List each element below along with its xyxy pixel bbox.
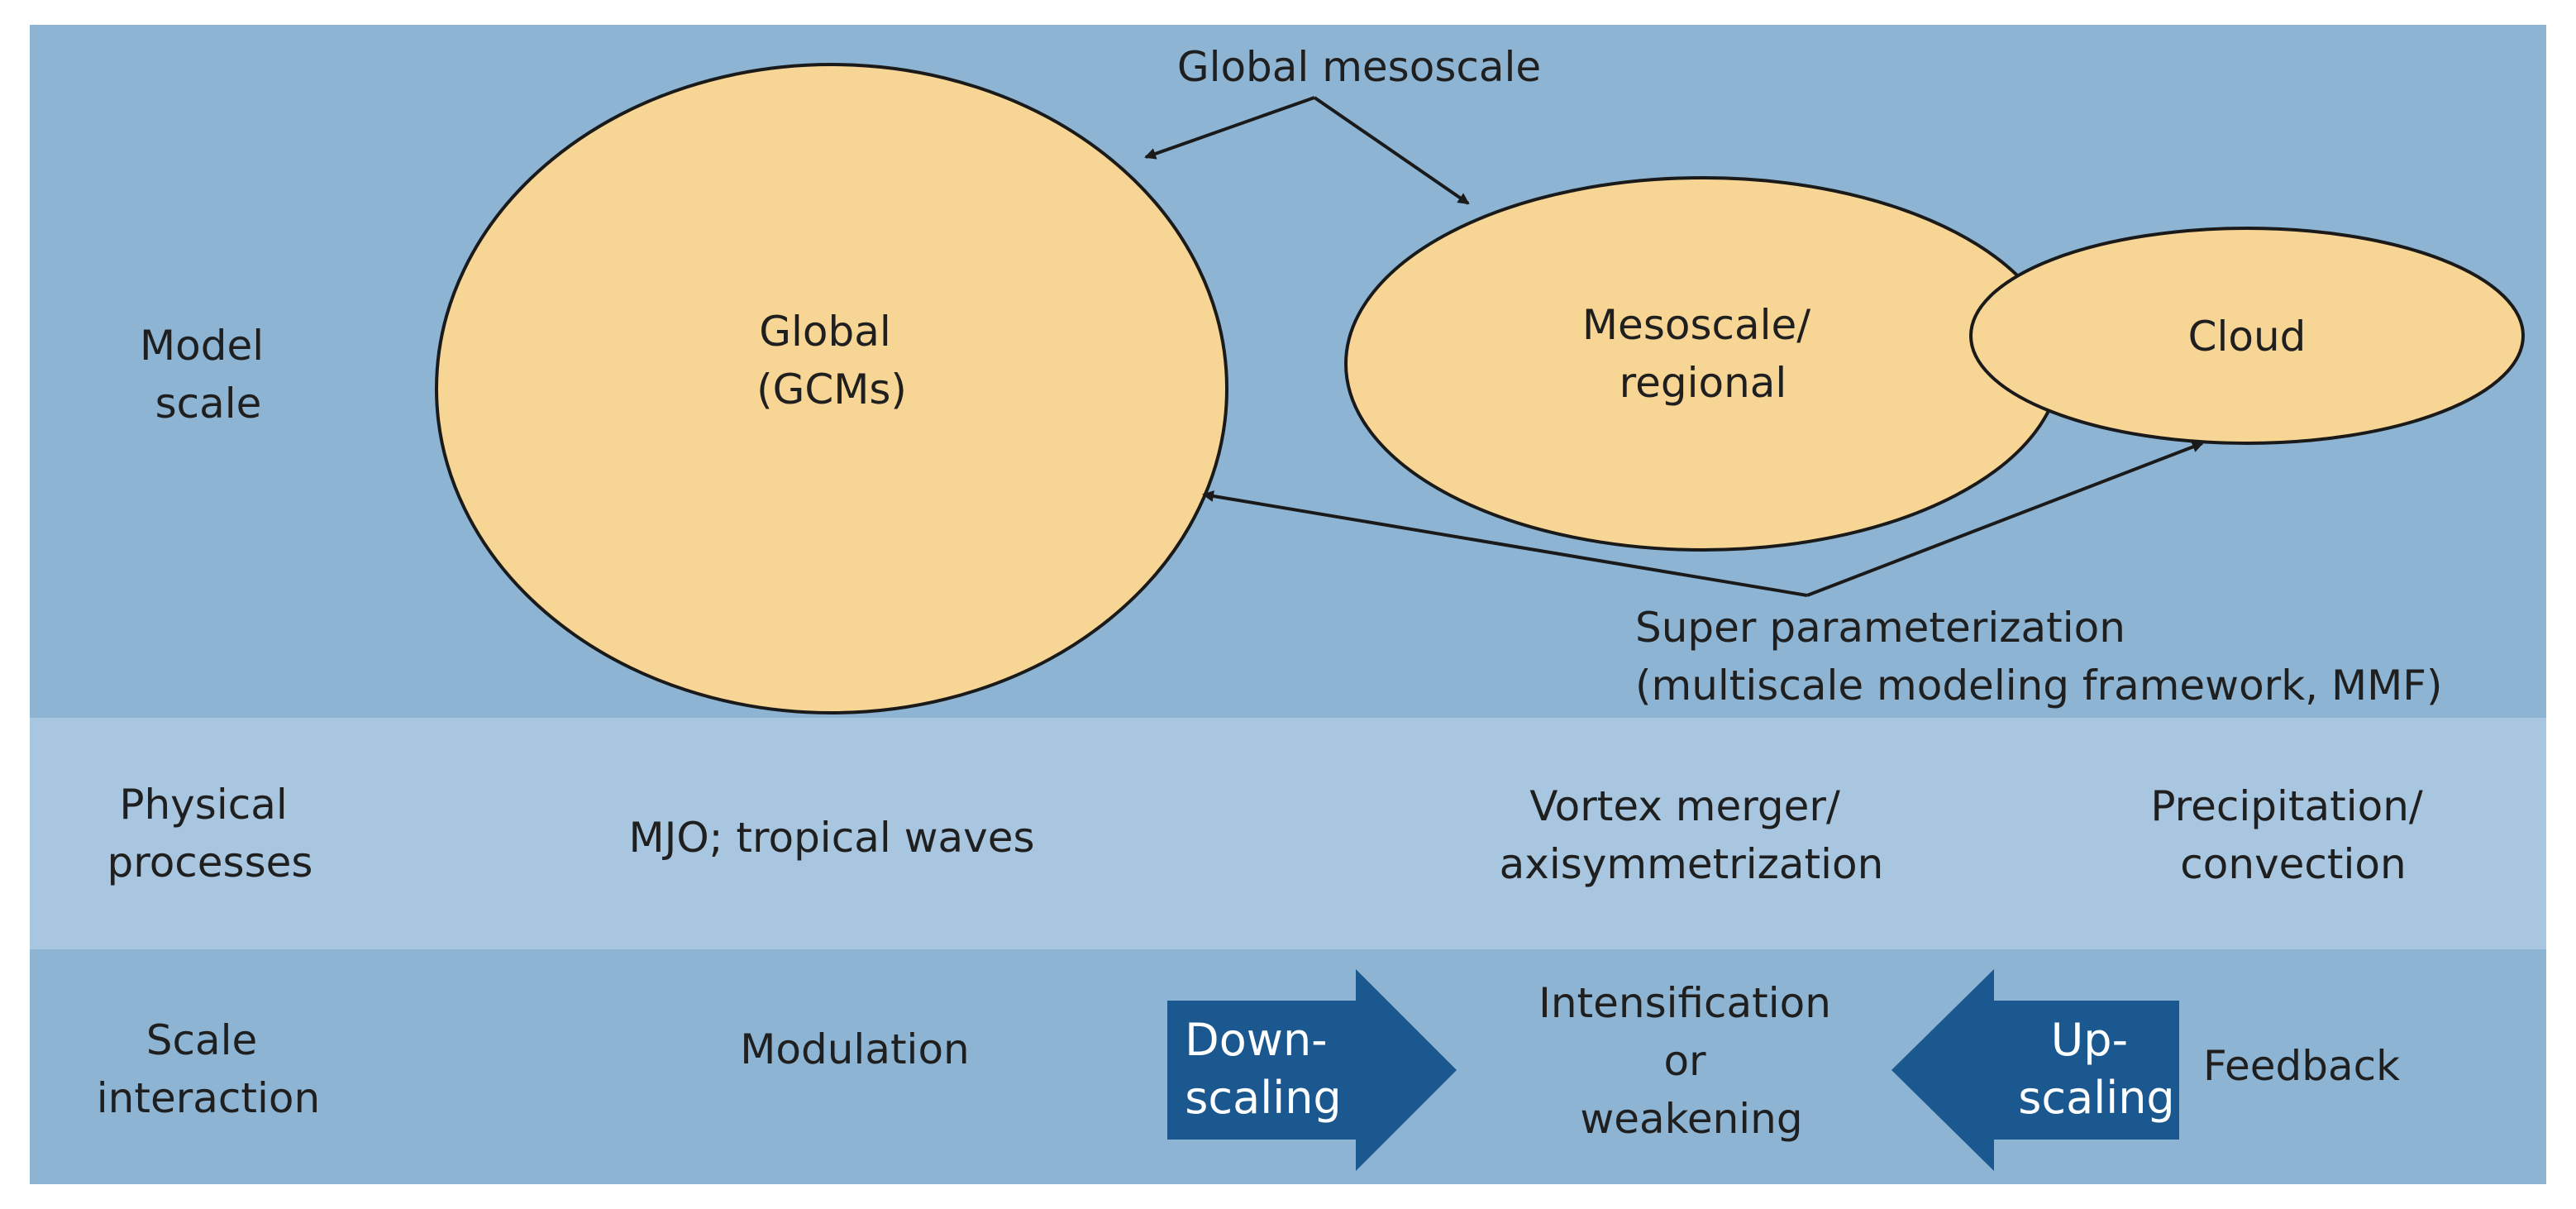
mesoscale-process-text: Vortex merger/ axisymmetrization [1500, 782, 1884, 888]
cloud-ellipse [1969, 227, 2525, 445]
downscaling-label: Down- scaling [1185, 1014, 1342, 1124]
physical-processes-band [30, 718, 2546, 949]
global-process-text: MJO; tropical waves [628, 814, 1034, 862]
super-param-arrow-right [1806, 441, 2204, 597]
super-param-label: Super parameterization (multiscale model… [1635, 604, 2443, 710]
global-mesoscale-arrow-left [1144, 96, 1315, 160]
model-scale-label: Model scale [140, 322, 277, 428]
global-mesoscale-arrow-right [1313, 96, 1470, 205]
cloud-process-text: Precipitation/ convection [2150, 782, 2435, 888]
global-mesoscale-label: Global mesoscale [1177, 43, 1541, 91]
physical-processes-label: Physical processes [107, 781, 313, 886]
global-ellipse [435, 63, 1228, 714]
upscaling-label: Up- scaling [2018, 1014, 2174, 1124]
global-ellipse-label: Global (GCMs) [756, 308, 907, 413]
modulation-text: Modulation [740, 1025, 969, 1073]
upscaling-arrow [1891, 969, 2179, 1171]
super-param-arrow-left [1202, 490, 1808, 597]
cloud-ellipse-label: Cloud [2188, 313, 2306, 361]
downscaling-arrow [1167, 969, 1457, 1171]
intensification-text: Intensification or weakening [1538, 979, 1844, 1143]
feedback-text: Feedback [2203, 1042, 2400, 1090]
scale-interaction-label: Scale interaction [97, 1016, 320, 1122]
mesoscale-ellipse-label: Mesoscale/ regional [1582, 301, 1824, 407]
